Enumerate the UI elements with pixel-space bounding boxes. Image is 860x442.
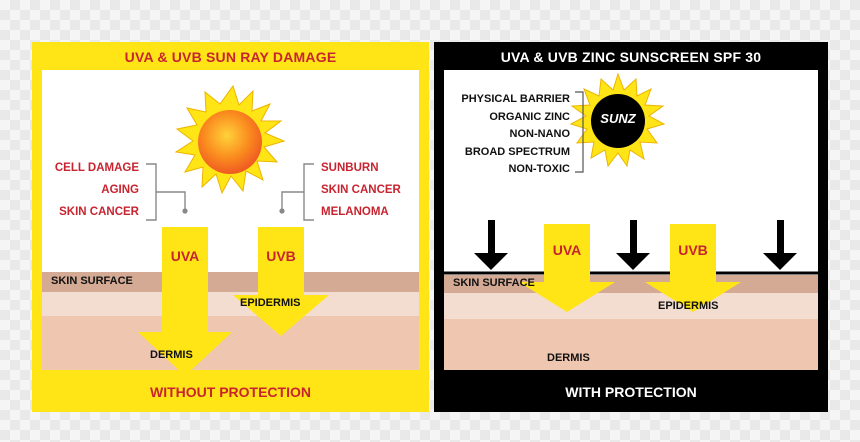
barrier-arrows bbox=[474, 220, 797, 270]
uvb-effect: SUNBURN bbox=[321, 162, 379, 174]
uvb-arrow bbox=[233, 227, 329, 336]
left-panel-footer: WITHOUT PROTECTION bbox=[150, 384, 311, 400]
without-protection-panel: UVA & UVB SUN RAY DAMAGE bbox=[32, 42, 429, 412]
uva-effects-list: CELL DAMAGE AGING SKIN CANCER bbox=[51, 157, 139, 223]
left-diagram: CELL DAMAGE AGING SKIN CANCER SUNBURN SK… bbox=[42, 70, 419, 370]
right-dermis-label: DERMIS bbox=[547, 352, 590, 364]
right-diagram: SUNZ PHYSICAL BARRIER ORGANIC ZINC NON-N… bbox=[444, 70, 818, 370]
with-protection-panel: UVA & UVB ZINC SUNSCREEN SPF 30 SUNZ bbox=[434, 42, 828, 412]
right-epidermis-label: EPIDERMIS bbox=[658, 300, 719, 312]
uvb-effects-list: SUNBURN SKIN CANCER MELANOMA bbox=[321, 157, 401, 223]
right-skin-surface-label: SKIN SURFACE bbox=[453, 277, 535, 289]
uva-arrow bbox=[138, 227, 232, 370]
uvb-arrow-blocked bbox=[645, 224, 741, 312]
right-panel-title: UVA & UVB ZINC SUNSCREEN SPF 30 bbox=[500, 49, 762, 65]
right-dermis-layer bbox=[444, 319, 818, 370]
feature-item: NON-TOXIC bbox=[508, 163, 570, 175]
skin-surface-label: SKIN SURFACE bbox=[51, 275, 133, 287]
uvb-label: UVB bbox=[266, 248, 296, 264]
right-panel-footer: WITH PROTECTION bbox=[565, 384, 697, 400]
right-graphics bbox=[444, 72, 818, 312]
uva-effect: AGING bbox=[101, 184, 139, 196]
uva-effect: SKIN CANCER bbox=[59, 206, 139, 218]
uva-arrow-blocked bbox=[519, 224, 615, 312]
uva-label: UVA bbox=[170, 248, 200, 264]
left-graphics bbox=[138, 84, 329, 370]
right-uvb-label: UVB bbox=[678, 242, 708, 258]
uva-bracket bbox=[146, 163, 186, 221]
sun-icon bbox=[174, 84, 286, 195]
epidermis-label: EPIDERMIS bbox=[240, 297, 301, 309]
feature-item: BROAD SPECTRUM bbox=[464, 145, 570, 158]
right-epidermis-layer bbox=[444, 293, 818, 319]
feature-item: ORGANIC ZINC bbox=[489, 110, 570, 123]
sunz-logo-icon bbox=[569, 72, 666, 168]
left-panel-title: UVA & UVB SUN RAY DAMAGE bbox=[124, 49, 337, 65]
uvb-effect: MELANOMA bbox=[321, 206, 389, 218]
sunz-logo-text: SUNZ bbox=[600, 111, 636, 126]
features-bracket bbox=[575, 91, 584, 173]
uvb-effect: SKIN CANCER bbox=[321, 184, 401, 196]
feature-item: PHYSICAL BARRIER bbox=[461, 93, 570, 105]
left-skin-surface-layer bbox=[42, 272, 419, 292]
feature-item: NON-NANO bbox=[509, 128, 571, 140]
uva-effect: CELL DAMAGE bbox=[54, 162, 139, 174]
uvb-bracket bbox=[281, 163, 314, 221]
left-dermis-layer bbox=[42, 316, 419, 370]
left-epidermis-layer bbox=[42, 292, 419, 316]
features-list: PHYSICAL BARRIER ORGANIC ZINC NON-NANO B… bbox=[446, 91, 570, 179]
right-uva-label: UVA bbox=[552, 242, 582, 258]
dermis-label: DERMIS bbox=[150, 349, 193, 361]
